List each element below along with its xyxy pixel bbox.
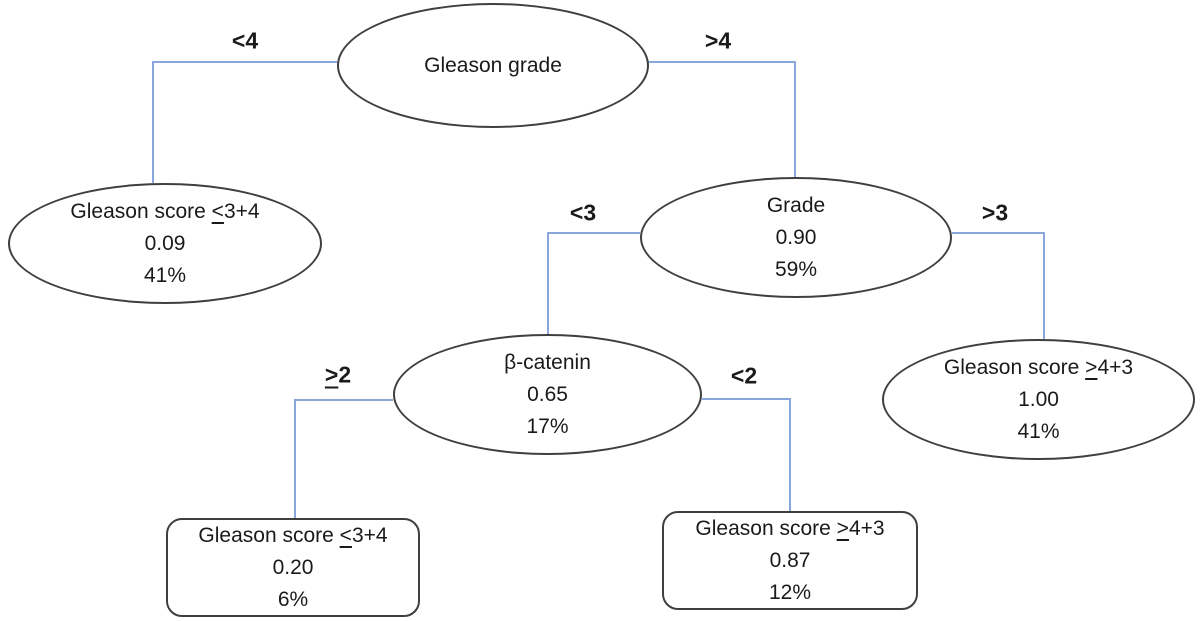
node-title: Gleason score >4+3 xyxy=(695,516,885,540)
node-value: 1.00 xyxy=(1018,387,1059,411)
node-title: Grade xyxy=(766,193,826,217)
node-gleason-score-ge-4-3: Gleason score >4+3 1.00 41% xyxy=(882,339,1195,460)
connector-root-left xyxy=(152,61,337,183)
node-value: 0.87 xyxy=(769,548,811,572)
node-value: 0.20 xyxy=(272,555,314,579)
node-title: Gleason score <3+4 xyxy=(198,523,388,547)
node-gleason-score-le-3-4: Gleason score <3+4 0.09 41% xyxy=(8,183,322,304)
connector-grade-left xyxy=(547,232,640,334)
connector-root-right xyxy=(648,61,796,177)
node-title: Gleason score >4+3 xyxy=(943,355,1134,379)
leaf-gleason-score-ge-4-3: Gleason score >4+3 0.87 12% xyxy=(662,511,918,610)
node-percent: 6% xyxy=(277,587,309,611)
node-percent: 41% xyxy=(143,263,187,287)
edge-label-gt4: >4 xyxy=(704,27,732,54)
node-value: 0.09 xyxy=(144,231,186,255)
node-value: 0.90 xyxy=(775,225,817,249)
connector-beta-right xyxy=(702,398,791,511)
edge-label-ge2: >2 xyxy=(324,361,352,388)
edge-label-lt4: <4 xyxy=(231,27,259,54)
node-beta-catenin: β-catenin 0.65 17% xyxy=(393,334,702,455)
node-percent: 41% xyxy=(1017,419,1060,443)
node-title: Gleason grade xyxy=(424,53,562,77)
edge-label-lt2: <2 xyxy=(730,362,758,389)
node-value: 0.65 xyxy=(527,382,568,406)
connector-grade-right xyxy=(952,232,1045,339)
node-percent: 12% xyxy=(768,580,812,604)
node-grade: Grade 0.90 59% xyxy=(640,177,952,298)
connector-beta-left xyxy=(294,399,393,518)
edge-label-lt3: <3 xyxy=(569,199,597,226)
leaf-gleason-score-le-3-4: Gleason score <3+4 0.20 6% xyxy=(166,518,420,617)
node-title: Gleason score <3+4 xyxy=(70,199,260,223)
edge-label-gt3: >3 xyxy=(981,199,1009,226)
node-percent: 59% xyxy=(774,257,818,281)
node-title: β-catenin xyxy=(504,350,591,374)
node-gleason-grade: Gleason grade xyxy=(337,3,649,128)
node-percent: 17% xyxy=(526,414,569,438)
